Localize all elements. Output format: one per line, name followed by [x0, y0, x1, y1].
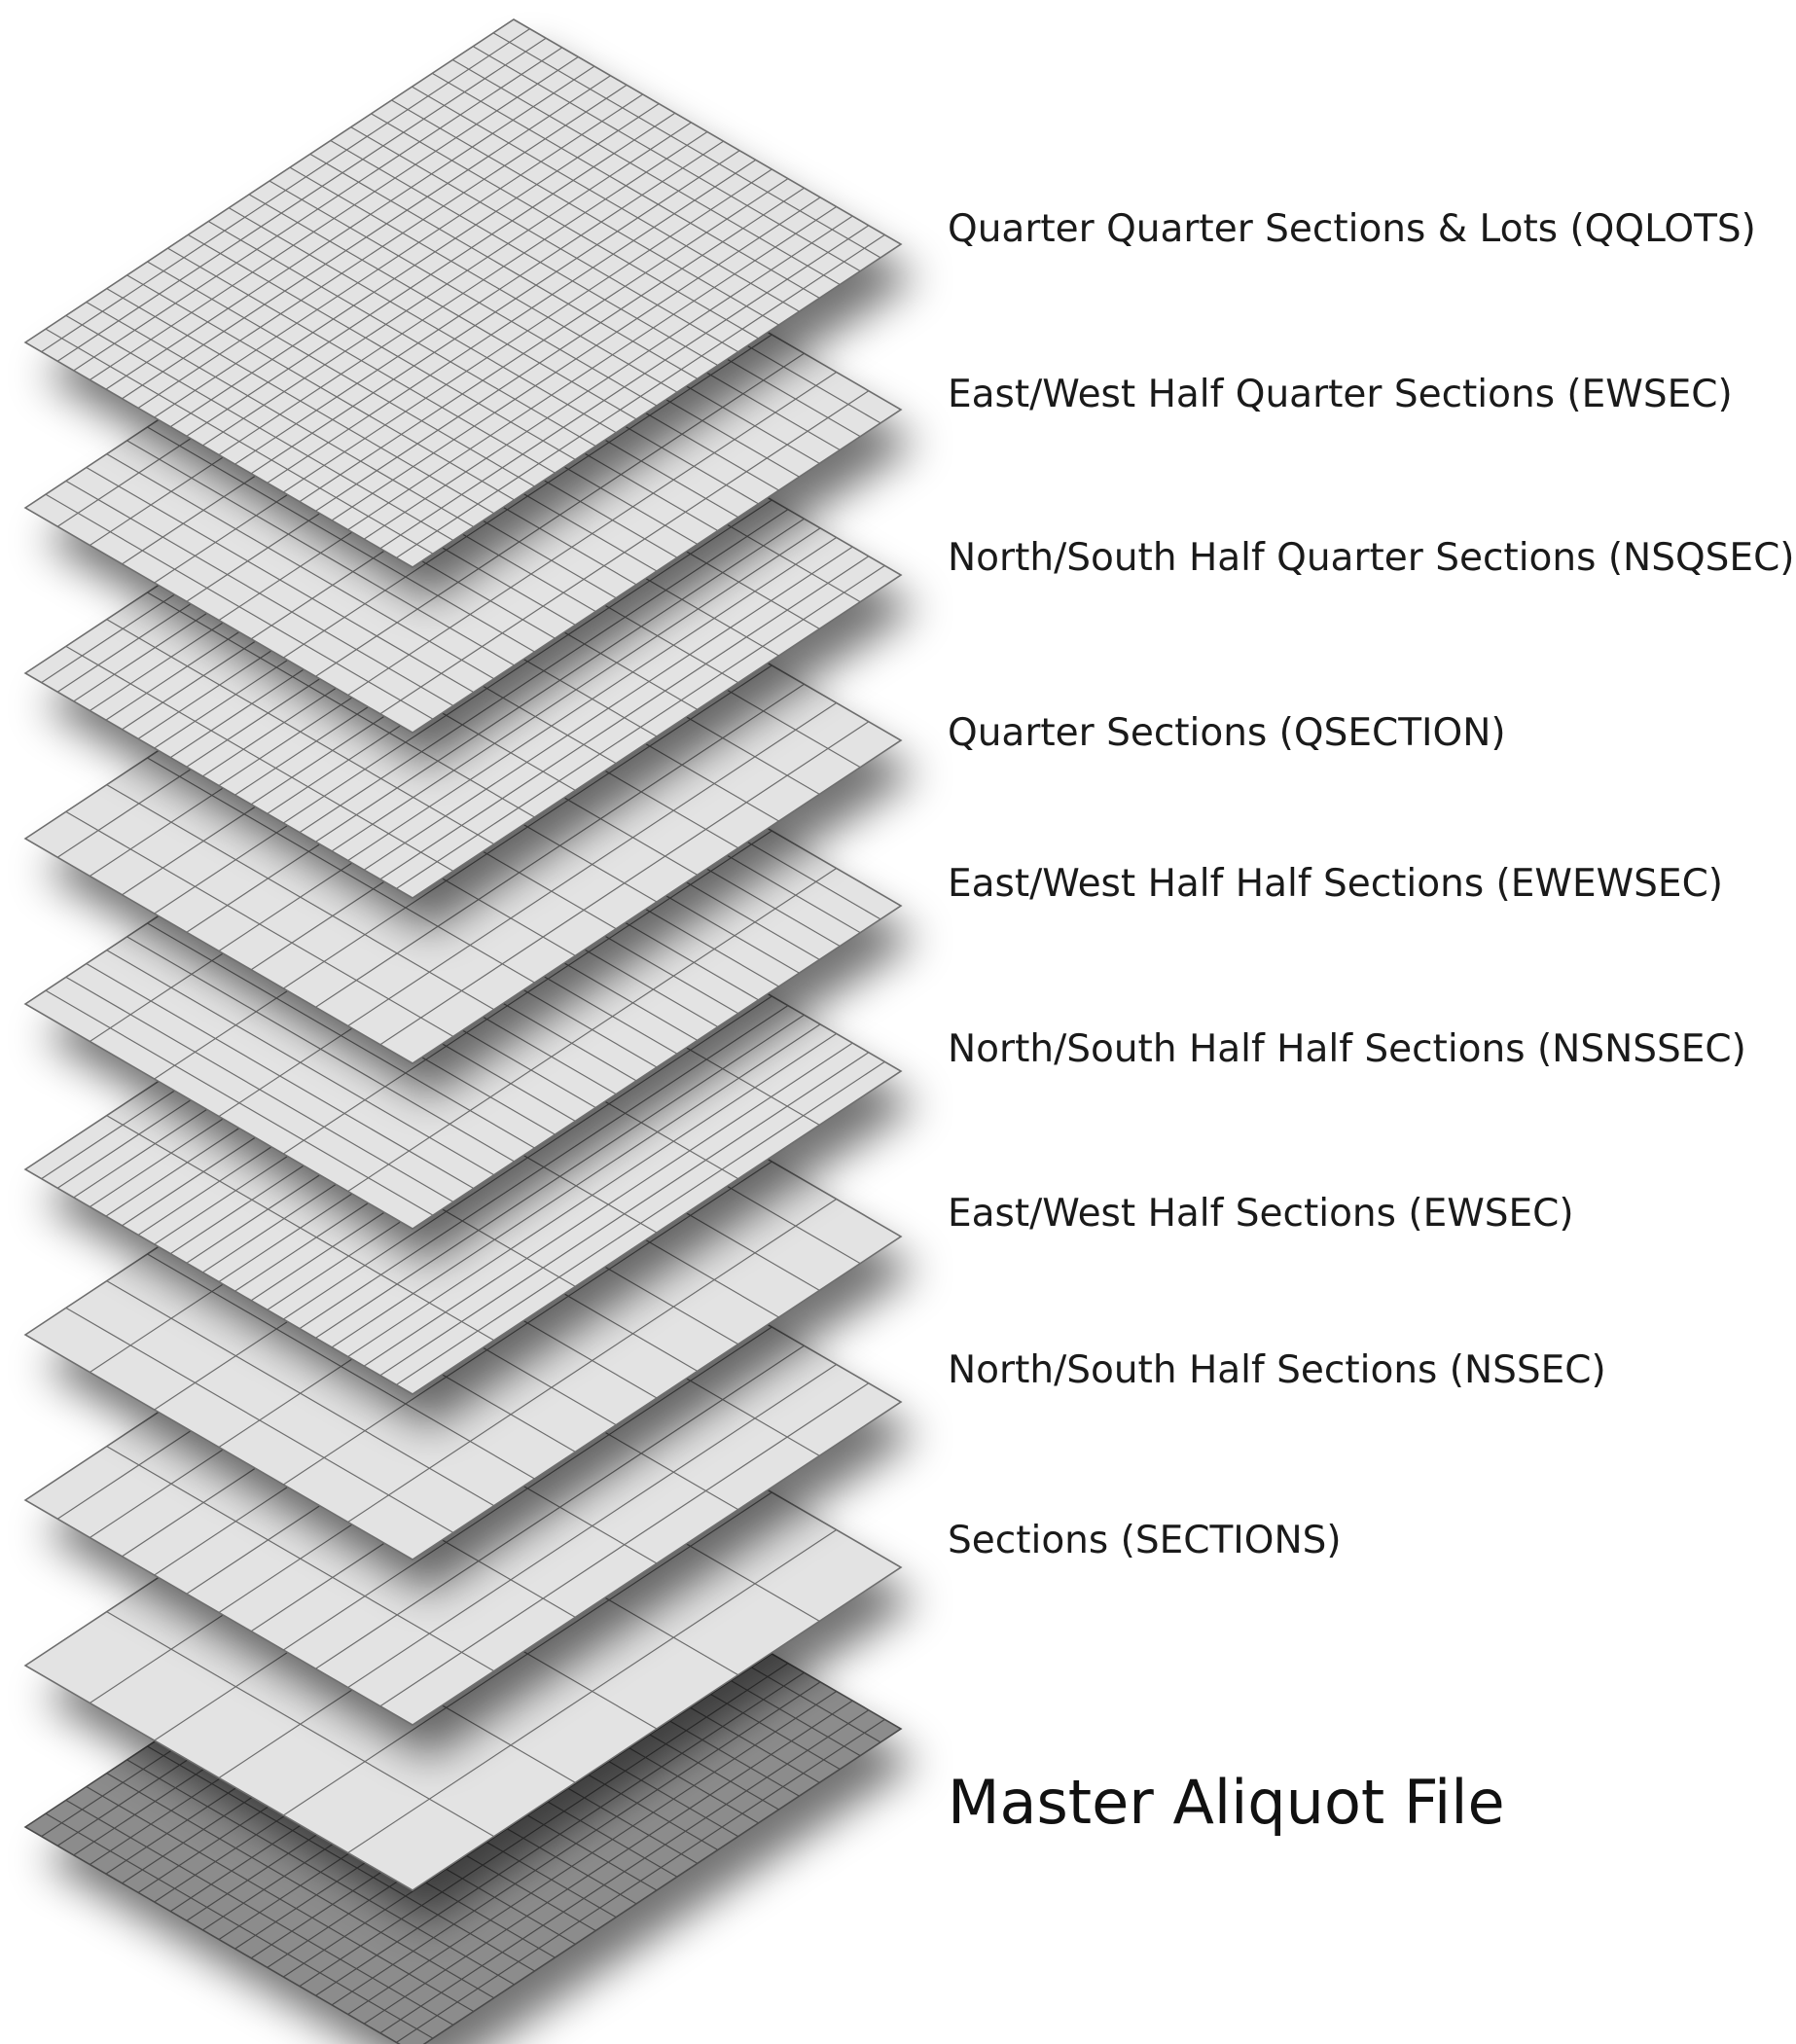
layer-plane-0	[23, 18, 918, 600]
layer-planes	[23, 18, 918, 2044]
layer-plane-0-grid	[41, 28, 885, 558]
